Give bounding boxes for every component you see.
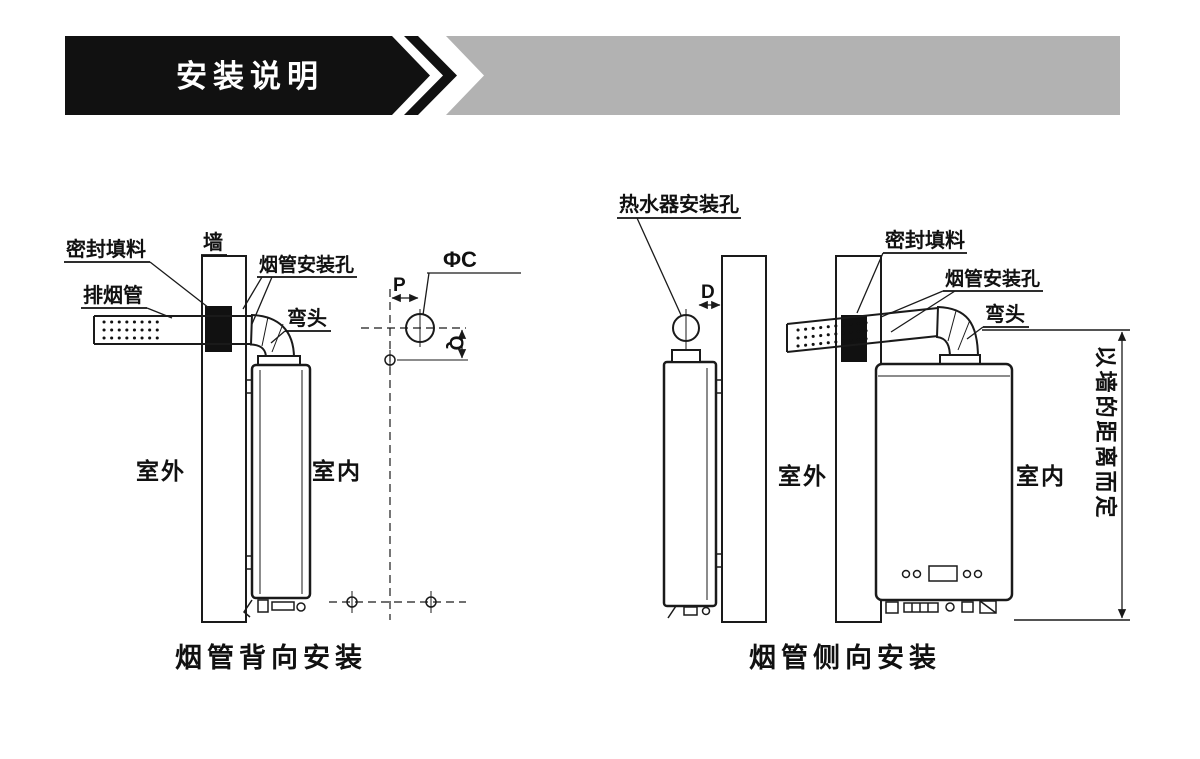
left-elbow-leader bbox=[270, 330, 286, 344]
left-flue-hole-leader-1 bbox=[242, 276, 263, 310]
control-panel bbox=[901, 565, 983, 582]
right-elbow bbox=[935, 305, 981, 365]
right-flue-collar bbox=[939, 354, 981, 365]
dim-q: Q bbox=[445, 336, 466, 351]
left-diagram: 密封填料 墙 排烟管 烟管安装孔 弯头 室外 室内 bbox=[64, 230, 521, 673]
right-flue-hole-leader-2 bbox=[890, 290, 956, 333]
right-indoor-label: 室内 bbox=[1016, 463, 1066, 489]
header-banner: 安装说明 bbox=[65, 36, 1120, 115]
banner-gray-bar bbox=[446, 36, 1120, 115]
right-elbow-label: 弯头 bbox=[985, 302, 1025, 326]
right-caption: 烟管侧向安装 bbox=[749, 642, 941, 673]
left-indoor-label: 室内 bbox=[312, 458, 362, 484]
banner-arrow-shape bbox=[65, 36, 430, 115]
left-mount-bracket-bottom bbox=[245, 555, 253, 570]
left-seal-filler bbox=[205, 306, 232, 352]
display-window bbox=[928, 565, 958, 582]
left-mount-bracket-top bbox=[245, 379, 253, 394]
right-heater-front-view bbox=[874, 362, 1014, 614]
right-labels: 密封填料 烟管安装孔 弯头 室内 bbox=[856, 228, 1066, 489]
right-side-collar bbox=[671, 349, 701, 363]
dim-phi-c: ΦC bbox=[443, 247, 477, 272]
left-flue-collar bbox=[257, 355, 301, 366]
left-wall bbox=[201, 255, 247, 623]
left-exhaust-leader bbox=[146, 307, 173, 319]
right-seal-label: 密封填料 bbox=[885, 228, 965, 252]
left-outdoor-label: 室外 bbox=[136, 458, 186, 484]
left-seal-leader bbox=[149, 261, 210, 309]
left-labels: 密封填料 墙 排烟管 烟管安装孔 弯头 室外 室内 bbox=[64, 230, 362, 484]
right-flue-hole-leader-1 bbox=[880, 290, 944, 318]
right-heater-side-view bbox=[662, 341, 723, 619]
right-elbow-leader bbox=[966, 326, 984, 340]
right-seal-filler bbox=[841, 315, 867, 362]
dim-p: P bbox=[393, 275, 406, 296]
heater-hole-leader bbox=[636, 217, 682, 316]
left-caption: 烟管背向安装 bbox=[175, 642, 367, 673]
right-exhaust-pipe bbox=[786, 307, 939, 353]
right-flue-hole-label: 烟管安装孔 bbox=[945, 267, 1040, 290]
phi-c-leader bbox=[422, 272, 430, 316]
banner-chevron-icon bbox=[404, 36, 457, 115]
left-flue-hole-label: 烟管安装孔 bbox=[259, 253, 354, 276]
left-wall-label: 墙 bbox=[203, 230, 223, 254]
dim-d: D bbox=[701, 282, 715, 303]
wall-distance-label: 以墙的距离而定 bbox=[1093, 345, 1118, 520]
right-mount-bracket-bottom bbox=[715, 553, 723, 568]
left-dimension-figure: ΦC P Q bbox=[329, 247, 521, 620]
left-elbow-label: 弯头 bbox=[287, 306, 327, 330]
left-seal-label: 密封填料 bbox=[66, 237, 146, 261]
left-exhaust-pipe bbox=[93, 315, 252, 345]
right-outdoor-label: 室外 bbox=[778, 463, 828, 489]
wall-distance-dimension: 以墙的距离而定 bbox=[982, 329, 1130, 621]
left-heater-fittings bbox=[243, 599, 306, 618]
right-diagram: D 热水器安装孔 室外 bbox=[617, 192, 1130, 673]
heater-hole-label: 热水器安装孔 bbox=[619, 192, 739, 216]
left-exhaust-label: 排烟管 bbox=[83, 283, 143, 307]
right-seal-leader bbox=[856, 252, 884, 314]
left-elbow bbox=[249, 313, 301, 366]
right-mount-bracket-top bbox=[715, 379, 723, 394]
left-heater-side-view bbox=[243, 363, 312, 618]
left-flue-hole-leader-2 bbox=[251, 276, 273, 325]
right-side-wall bbox=[721, 255, 767, 623]
page-title: 安装说明 bbox=[176, 59, 324, 94]
right-side-fittings bbox=[667, 605, 711, 619]
right-heater-fittings bbox=[885, 600, 997, 614]
